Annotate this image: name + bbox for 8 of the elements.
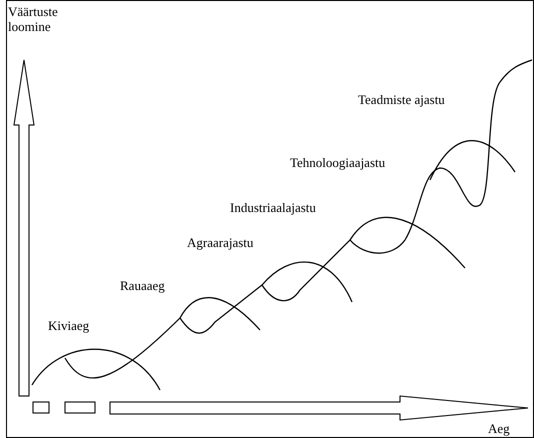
era-label: Agraarajastu xyxy=(187,235,254,250)
era-label: Rauaaeg xyxy=(120,278,165,293)
axis-label: Aeg xyxy=(488,421,510,436)
era-label: Tehnoloogiaajastu xyxy=(290,155,386,170)
era-label: Industriaalajastu xyxy=(230,200,316,215)
axis-label: Väärtuste loomine xyxy=(8,4,59,34)
era-label: Teadmiste ajastu xyxy=(358,92,445,107)
era-label: Kiviaeg xyxy=(48,318,90,333)
